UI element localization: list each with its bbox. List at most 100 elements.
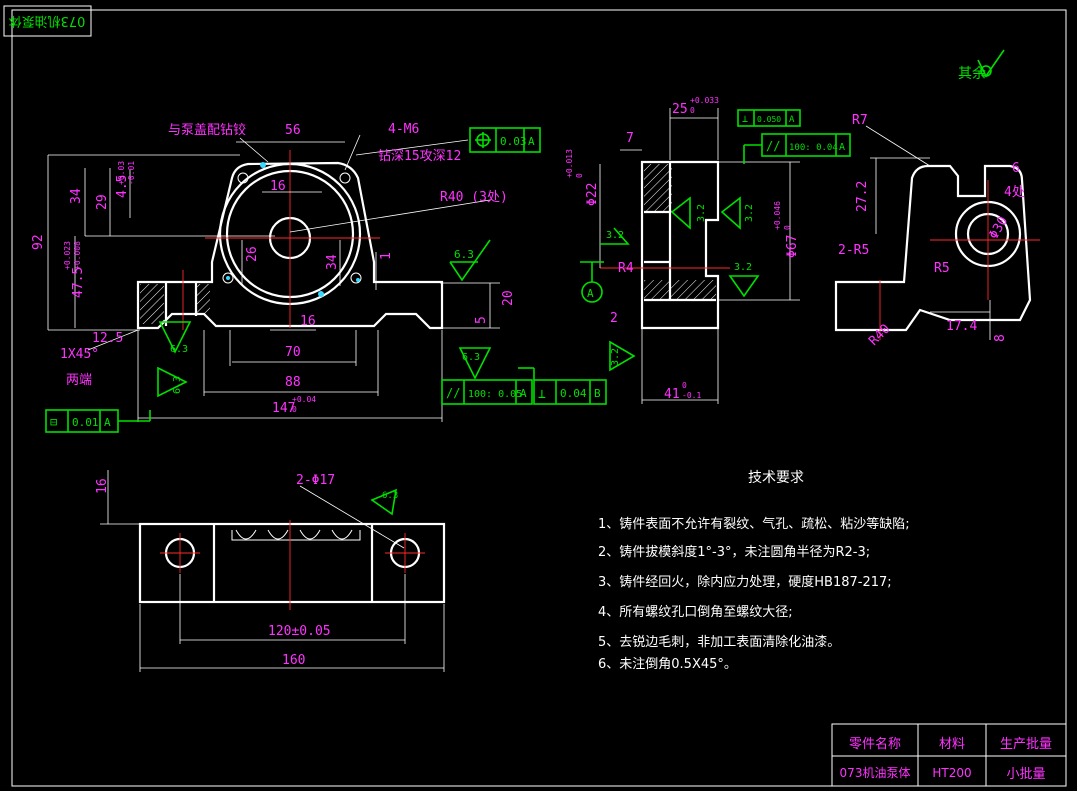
- front-roughness-symbols: 6.3 6.3 6.3 6.3: [157, 239, 492, 398]
- dim-88: 88: [285, 375, 301, 390]
- section-view: 25 +0.033 0 7 Φ22 +0.013 0 Φ67 +0.046 0 …: [565, 96, 851, 404]
- svg-text:25: 25: [672, 102, 688, 117]
- svg-text:6.3: 6.3: [172, 376, 183, 394]
- side-view: R7 6 4处 27.2 2-R5 R5 17.4 8 R40 Φ30: [834, 113, 1040, 349]
- svg-text:3.2: 3.2: [696, 204, 707, 222]
- dim-147-tol: +0.04: [292, 395, 316, 404]
- svg-text:⊥: ⊥: [742, 114, 748, 125]
- svg-text:-0.1: -0.1: [682, 391, 701, 400]
- dim-top-16: 16: [95, 478, 110, 494]
- tb-header-name: 零件名称: [849, 736, 901, 752]
- datum-a-marker: A: [580, 261, 604, 303]
- tech-req-item-2: 2、铸件拔模斜度1°-3°，未注圆角半径为R2-3;: [598, 544, 870, 560]
- dim-5: 5: [474, 316, 489, 324]
- dim-147-tol-lo: 0: [292, 405, 297, 414]
- svg-text:2: 2: [610, 311, 618, 326]
- svg-text:2-R5: 2-R5: [838, 243, 869, 258]
- section-dim-lines: [599, 108, 800, 404]
- tb-header-material: 材料: [939, 737, 965, 752]
- note-pump-cover: 与泵盖配钻铰: [168, 123, 246, 138]
- svg-text://: //: [446, 386, 460, 400]
- dim-16a: 16: [270, 179, 286, 194]
- note-4-m6: 4-M6: [388, 122, 419, 137]
- svg-text:⊥: ⊥: [538, 387, 546, 402]
- title-block: 零件名称 材料 生产批量 073机油泵体 HT200 小批量: [831, 723, 1067, 787]
- top-roughness-symbol: 6.3: [370, 488, 398, 516]
- svg-text:A: A: [520, 387, 527, 400]
- gdt-position-frame: 0.03 A: [469, 127, 541, 153]
- tech-req-item-6: 6、未注倒角0.5X45°。: [598, 657, 737, 672]
- dim-top-holes: 2-Φ17: [296, 473, 335, 488]
- top-outline: [138, 522, 446, 604]
- dim-1: 1: [379, 252, 394, 260]
- svg-text:A: A: [104, 416, 111, 429]
- svg-text:0: 0: [575, 173, 584, 178]
- svg-text:R4: R4: [618, 261, 634, 276]
- svg-text:100: 0.05: 100: 0.05: [468, 389, 522, 400]
- section-roughness-symbols: 3.2 3.2 3.2 3.2 3.2: [600, 196, 760, 372]
- svg-text:3.2: 3.2: [606, 230, 624, 241]
- note-drill-depth: 钻深15攻深12: [378, 149, 461, 164]
- tb-header-batch: 生产批量: [1000, 737, 1052, 752]
- svg-text:6.3: 6.3: [170, 344, 188, 355]
- svg-text:6.3: 6.3: [382, 491, 398, 501]
- tech-req-item-3: 3、铸件经回火，除内应力处理，硬度HB187-217;: [598, 574, 892, 590]
- svg-text:0.050: 0.050: [757, 115, 781, 124]
- svg-text:R7: R7: [852, 113, 868, 128]
- title-stamp-text: 073机油泵体: [9, 13, 86, 28]
- dim-34a: 34: [69, 188, 84, 204]
- section-hatch-left: [140, 284, 164, 324]
- section-hatch-left2: [196, 284, 210, 314]
- svg-text:0: 0: [783, 225, 792, 230]
- dim-47-5-tol-up: +0.023: [63, 241, 72, 270]
- dim-top-160: 160: [282, 653, 305, 668]
- tb-value-batch: 小批量: [1006, 767, 1045, 782]
- dim-12-5: 12.5: [92, 331, 123, 346]
- dim-4-5-tol-up: +0.03: [117, 161, 126, 185]
- svg-text:3.2: 3.2: [734, 262, 752, 273]
- svg-text:+0.046: +0.046: [773, 201, 782, 230]
- svg-text:6: 6: [1012, 161, 1020, 176]
- drawing-border: [11, 9, 1067, 787]
- svg-text:7: 7: [626, 131, 634, 146]
- dim-147: 147: [272, 401, 295, 416]
- dim-16b: 16: [300, 314, 316, 329]
- tech-req-title: 技术要求: [748, 470, 804, 486]
- dim-20: 20: [501, 290, 516, 306]
- gdt-section-par-frame: // 100: 0.04 A: [743, 133, 851, 164]
- note-r40: R40 (3处): [440, 190, 508, 205]
- svg-text:0: 0: [682, 381, 687, 390]
- svg-text:⊟: ⊟: [50, 415, 57, 429]
- dim-34b: 34: [325, 254, 340, 270]
- dim-70: 70: [285, 345, 301, 360]
- svg-text:R5: R5: [934, 261, 950, 276]
- gdt-perpendicular-frame: ⊥ 0.04 B: [518, 367, 607, 405]
- dim-4-5-tol-lo: -0.01: [127, 161, 136, 185]
- svg-text:A: A: [789, 115, 795, 125]
- svg-text:+0.013: +0.013: [565, 149, 574, 178]
- side-outline: [834, 164, 1032, 332]
- section-outline: [640, 160, 720, 330]
- svg-text:0.01: 0.01: [72, 416, 99, 429]
- svg-text:4处: 4处: [1004, 185, 1025, 200]
- tech-req-item-4: 4、所有螺纹孔口倒角至螺纹大径;: [598, 605, 793, 620]
- svg-text:3.2: 3.2: [744, 204, 755, 222]
- svg-text:27.2: 27.2: [855, 181, 870, 212]
- front-view: 56 16 34 29 4.5 +0.03 -0.01 92 47.5 +0.0…: [31, 122, 607, 433]
- rest-roughness-symbol: 其余: [958, 49, 1005, 82]
- svg-text:8: 8: [993, 334, 1008, 342]
- dim-29: 29: [95, 194, 110, 210]
- svg-text:6.3: 6.3: [454, 248, 474, 261]
- front-dimension-texts: 56 16 34 29 4.5 +0.03 -0.01 92 47.5 +0.0…: [31, 122, 516, 416]
- dim-47-5-tol-lo: +0.008: [73, 241, 82, 270]
- svg-text:17.4: 17.4: [946, 319, 977, 334]
- svg-text:A: A: [839, 142, 845, 153]
- gdt-section-perp-frame: ⊥ 0.050 A: [737, 109, 801, 127]
- tb-value-material: HT200: [932, 766, 971, 780]
- svg-text:Φ22: Φ22: [585, 183, 600, 206]
- bolt-hole-marks: [222, 162, 362, 297]
- front-dimension-lines: [47, 134, 500, 422]
- svg-text:+0.033: +0.033: [690, 96, 719, 105]
- dim-47-5: 47.5: [71, 267, 86, 298]
